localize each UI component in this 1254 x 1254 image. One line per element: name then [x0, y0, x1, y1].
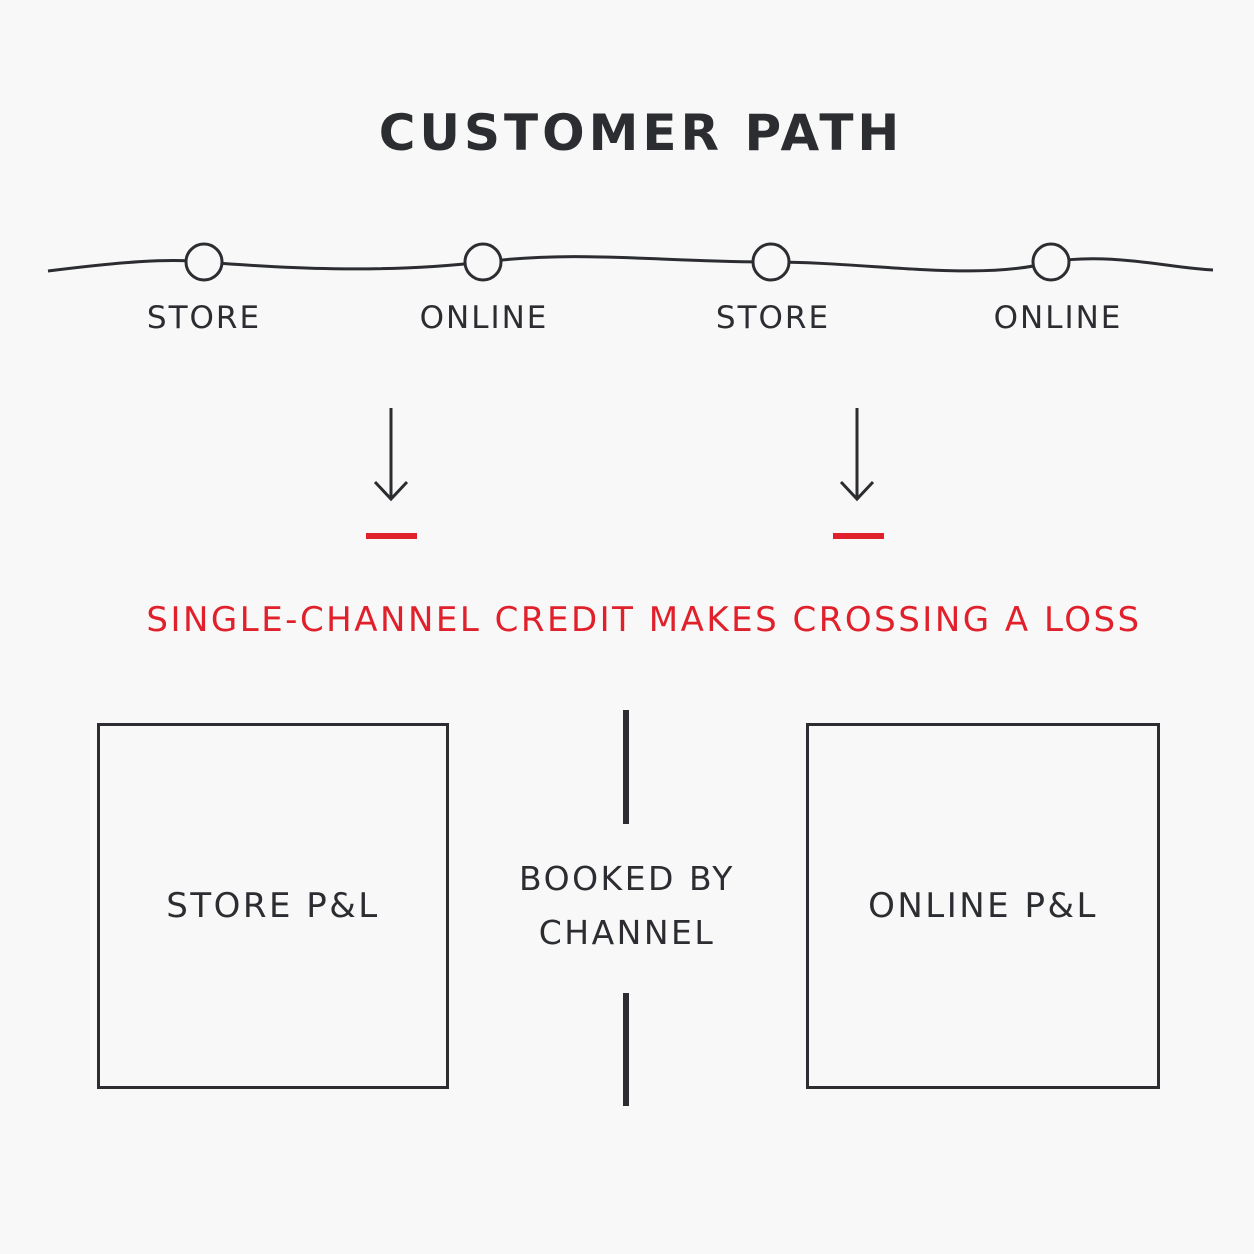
path-node-3	[751, 242, 791, 282]
loss-marker-bar	[366, 533, 417, 539]
booked-label-line: CHANNEL	[538, 913, 716, 952]
path-stop-label: STORE	[715, 300, 831, 336]
online-pl-box: ONLINE P&L	[806, 723, 1160, 1089]
down-arrow-icon	[373, 408, 409, 502]
store-pl-label: STORE P&L	[166, 886, 380, 926]
store-pl-box: STORE P&L	[97, 723, 449, 1089]
path-node-2	[463, 242, 503, 282]
path-stop-label: STORE	[146, 300, 262, 336]
customer-path-timeline	[47, 242, 1214, 282]
booked-label-line: BOOKED BY	[519, 859, 735, 898]
path-stop-label: ONLINE	[993, 300, 1123, 336]
path-stop-label: ONLINE	[419, 300, 549, 336]
diagram-title: CUSTOMER PATH	[378, 104, 904, 162]
booked-by-channel-label: BOOKED BY CHANNEL	[486, 852, 768, 960]
loss-marker-bar	[833, 533, 884, 539]
path-node-1	[184, 242, 224, 282]
loss-message: SINGLE-CHANNEL CREDIT MAKES CROSSING A L…	[146, 600, 1142, 640]
online-pl-label: ONLINE P&L	[868, 886, 1098, 926]
down-arrow-icon	[839, 408, 875, 502]
channel-divider-bottom	[623, 993, 629, 1106]
channel-divider-top	[623, 710, 629, 824]
path-node-4	[1031, 242, 1071, 282]
